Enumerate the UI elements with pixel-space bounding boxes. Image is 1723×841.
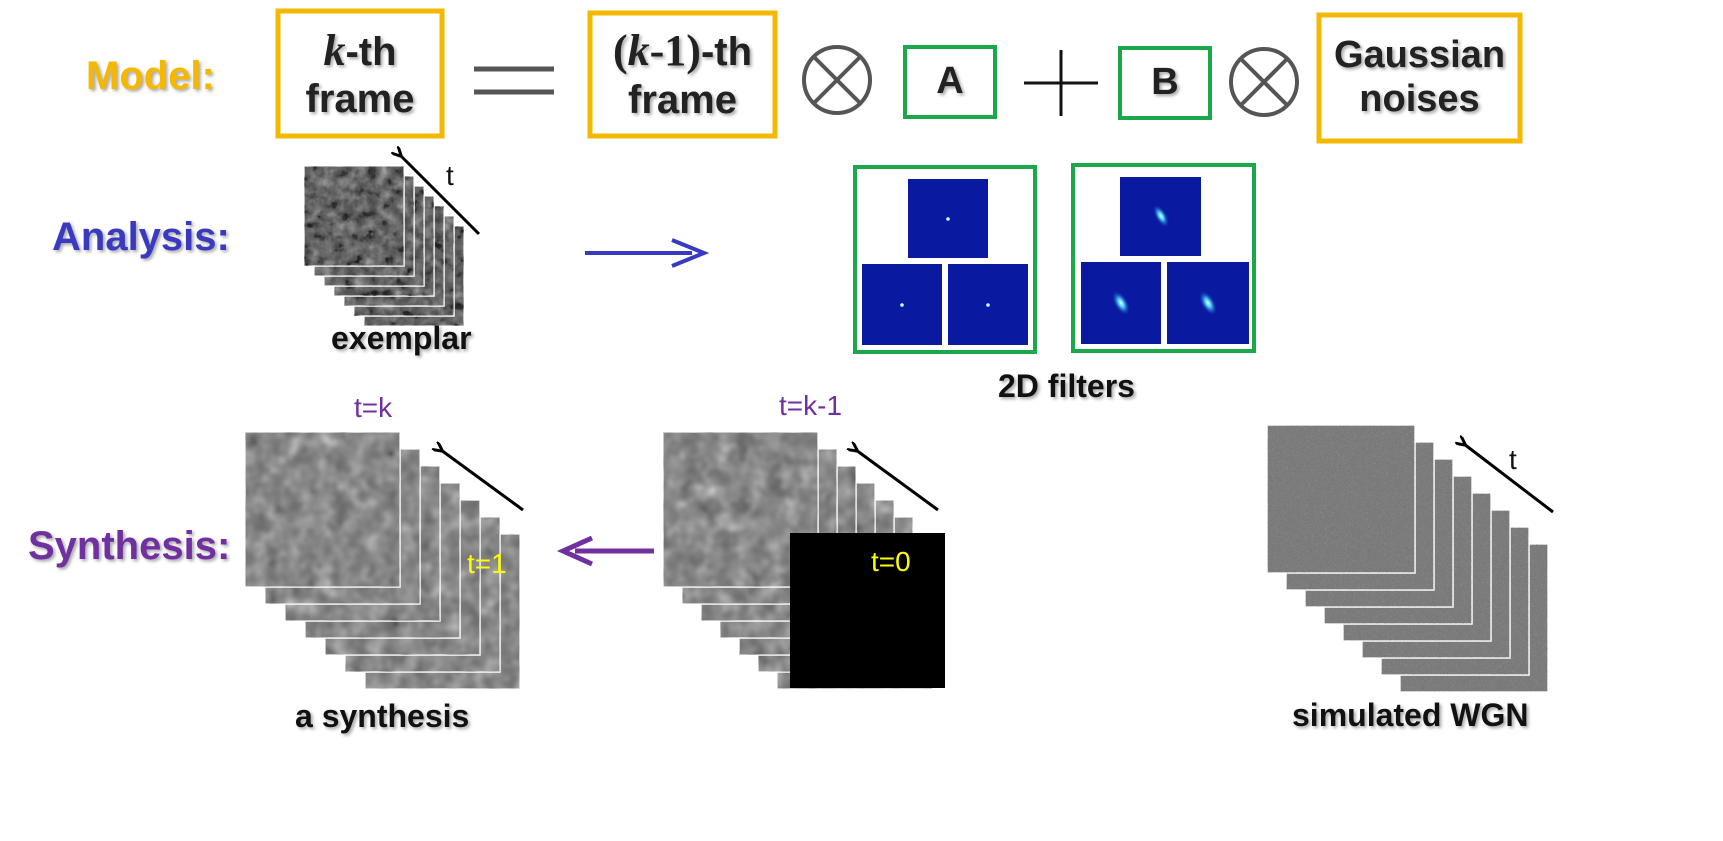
- t-km1-label: t=k-1: [779, 390, 843, 421]
- km1-line1: (k-1)-th: [613, 26, 752, 77]
- kth-line1: k-th: [323, 26, 396, 77]
- wgn-texture: [1267, 425, 1415, 573]
- model-row-label: Model:: [86, 54, 215, 98]
- noise-line2: noises: [1359, 78, 1480, 120]
- plus-sign: [1024, 50, 1098, 116]
- synthesis-row-label: Synthesis:: [28, 524, 231, 568]
- kth-k: k: [323, 25, 346, 75]
- km1-frame-box: [587, 10, 778, 139]
- kth-suffix: -th: [345, 29, 397, 74]
- wgn-frame-stack: [1266, 424, 1549, 693]
- filter-group-a: [853, 165, 1037, 354]
- otimes-symbol-2: [1229, 47, 1299, 117]
- kth-frame-box: [275, 8, 445, 139]
- a-box: [903, 45, 997, 119]
- synthesis-arrow: [556, 535, 654, 567]
- wgn-t-label: t: [1509, 444, 1517, 475]
- km1-k: k: [627, 26, 650, 76]
- filter-group-b: [1071, 163, 1256, 353]
- synthesis-texture: [245, 432, 400, 587]
- synthesis-frame-stack: [244, 431, 521, 690]
- synthesis-time-arrow: [441, 450, 524, 512]
- km1-line2: frame: [628, 77, 737, 122]
- analysis-row-label: Analysis:: [52, 215, 230, 259]
- km1-frame-text: (k-1)-th frame: [592, 15, 773, 134]
- km1-minus1: -1): [649, 26, 701, 76]
- t-1-label: t=1: [467, 548, 507, 579]
- noise-line1: Gaussian: [1333, 34, 1506, 77]
- previous-time-arrow: [856, 450, 939, 512]
- wgn-caption: simulated WGN: [1292, 697, 1529, 733]
- a-text: A: [936, 60, 964, 103]
- exemplar-caption: exemplar: [331, 320, 472, 356]
- exemplar-t-label: t: [446, 160, 454, 191]
- wgn-time-arrow: [1464, 444, 1554, 514]
- kth-frame-text: k-th frame: [280, 14, 440, 134]
- kth-line2: frame: [305, 77, 415, 122]
- km1-open: (: [612, 26, 628, 76]
- b-box: [1118, 46, 1212, 120]
- equals-sign: [474, 66, 554, 95]
- t-0-label: t=0: [871, 546, 911, 577]
- gaussian-noises-box: [1316, 12, 1523, 144]
- exemplar-texture: [304, 166, 404, 266]
- t-k-label: t=k: [354, 392, 393, 423]
- km1-suffix: -th: [700, 30, 753, 75]
- filters-caption: 2D filters: [998, 368, 1135, 404]
- synthesis-caption: a synthesis: [295, 698, 470, 734]
- analysis-arrow: [585, 238, 710, 268]
- exemplar-frame-stack: [303, 165, 465, 327]
- exemplar-time-arrow: [400, 155, 481, 236]
- b-text: B: [1151, 61, 1179, 104]
- gaussian-noises-text: Gaussian noises: [1321, 17, 1518, 139]
- initial-black-frame: [790, 533, 945, 688]
- otimes-symbol-1: [802, 45, 872, 115]
